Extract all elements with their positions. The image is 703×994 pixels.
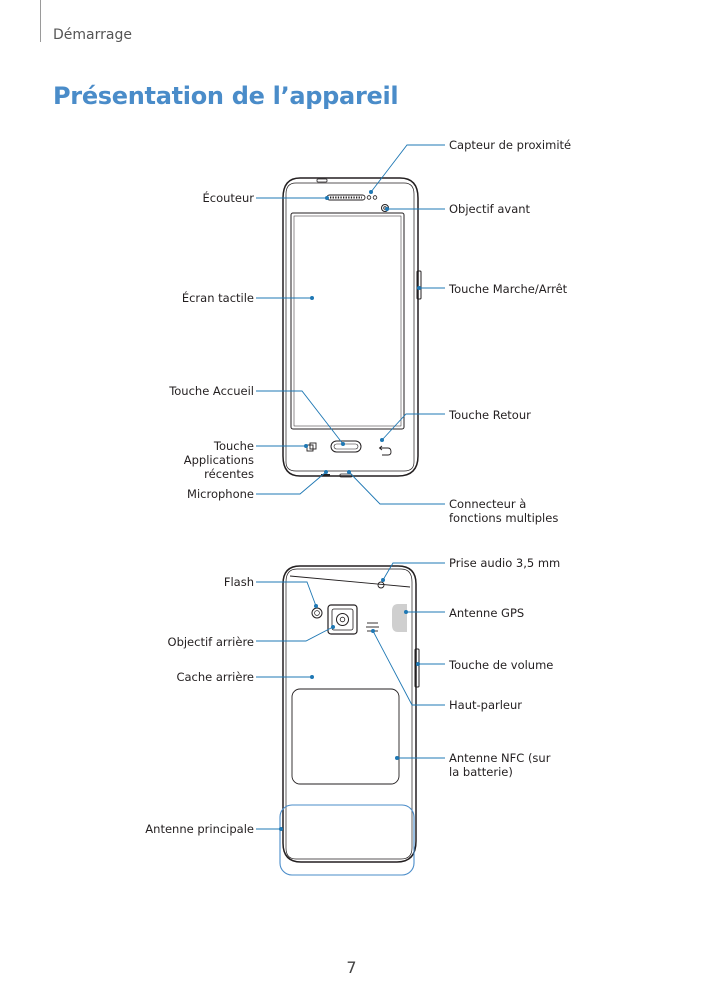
label-nfc-antenna: Antenne NFC (sur la batterie) — [449, 751, 551, 779]
label-recent-apps-key: Touche Applications récentes — [183, 439, 254, 481]
leader-lines — [256, 144, 445, 830]
label-gps-antenna: Antenne GPS — [449, 606, 525, 620]
label-proximity-sensor: Capteur de proximité — [449, 138, 572, 152]
label-main-antenna: Antenne principale — [145, 822, 254, 836]
header-rule — [40, 0, 41, 42]
label-power-key: Touche Marche/Arrêt — [449, 282, 568, 296]
label-headset-jack: Prise audio 3,5 mm — [449, 556, 561, 570]
label-speaker: Haut-parleur — [449, 698, 523, 712]
back-device — [279, 565, 420, 876]
page-number: 7 — [346, 958, 357, 977]
label-home-key: Touche Accueil — [169, 384, 254, 398]
label-rear-camera: Objectif arrière — [167, 635, 254, 649]
label-earpiece: Écouteur — [202, 191, 254, 205]
label-touchscreen: Écran tactile — [181, 291, 254, 305]
label-flash: Flash — [223, 575, 254, 589]
label-front-camera: Objectif avant — [449, 202, 531, 216]
leader-dots — [279, 190, 421, 831]
label-volume-key: Touche de volume — [449, 658, 554, 672]
label-multipurpose-jack: Connecteur à fonctions multiples — [449, 497, 559, 525]
label-back-cover: Cache arrière — [176, 670, 254, 684]
label-microphone: Microphone — [187, 487, 254, 501]
section-header: Démarrage — [53, 27, 132, 43]
label-back-key: Touche Retour — [449, 408, 531, 422]
page-title: Présentation de l’appareil — [53, 82, 399, 110]
front-device — [282, 177, 422, 478]
